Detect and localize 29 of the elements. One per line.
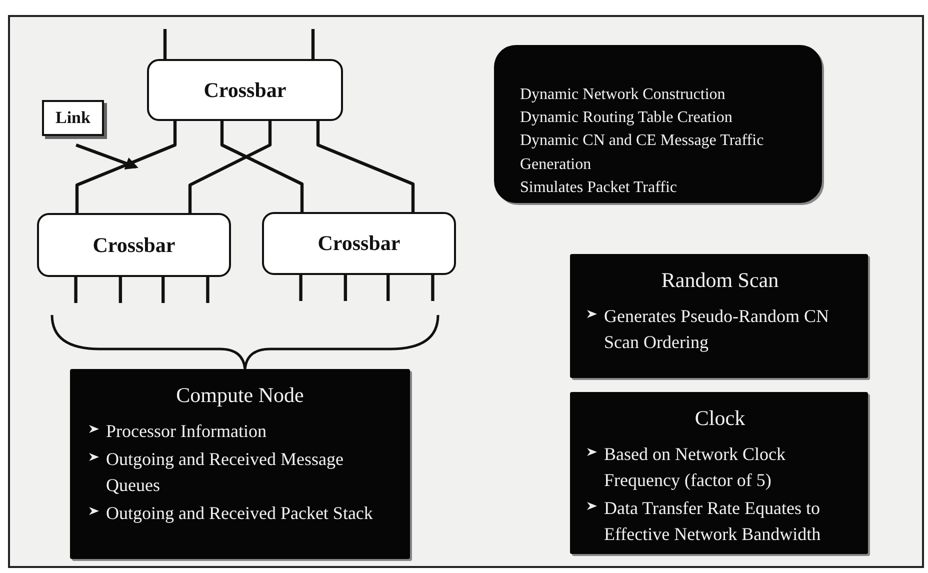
crossbar-label: Crossbar	[204, 78, 286, 102]
feature-text: Dynamic Network Construction	[520, 85, 726, 105]
bullet-text: Processor Information	[106, 420, 266, 443]
crossbar-label: Crossbar	[92, 232, 176, 258]
bullet-text: Data Transfer Rate Equates to Effective Network Bandwidth	[604, 497, 822, 546]
link-line	[188, 121, 272, 213]
feature-text: Simulates Packet Traffic	[520, 178, 678, 198]
crossbar-label: Crossbar	[318, 231, 400, 256]
link-line	[220, 121, 304, 212]
feature-text: Dynamic CN and CE Message Traffic Generation	[520, 131, 765, 175]
info-panel	[70, 369, 410, 559]
feature-panel	[494, 45, 822, 203]
crossbar-box	[37, 213, 231, 277]
panel-heading: Clock	[694, 406, 746, 431]
panel-heading: Compute Node	[176, 383, 304, 408]
bullet-text: Based on Network Clock Frequency (factor of 5)	[604, 443, 786, 492]
callout-label: Link	[42, 100, 104, 136]
info-panel	[570, 392, 868, 554]
info-panel	[570, 254, 868, 378]
bullet-text: Outgoing and Received Message Queues	[106, 448, 344, 498]
crossbar-box	[147, 59, 343, 121]
feature-text: Dynamic Routing Table Creation	[520, 108, 734, 128]
panel-heading: Random Scan	[661, 268, 779, 293]
link-line	[75, 121, 177, 213]
bullet-text: Outgoing and Received Packet Stack	[106, 502, 373, 526]
bullet-text: Generates Pseudo-Random CN Scan Ordering	[604, 305, 830, 354]
leader-arrow	[76, 144, 138, 170]
link-line	[316, 121, 415, 212]
crossbar-box	[262, 212, 456, 275]
